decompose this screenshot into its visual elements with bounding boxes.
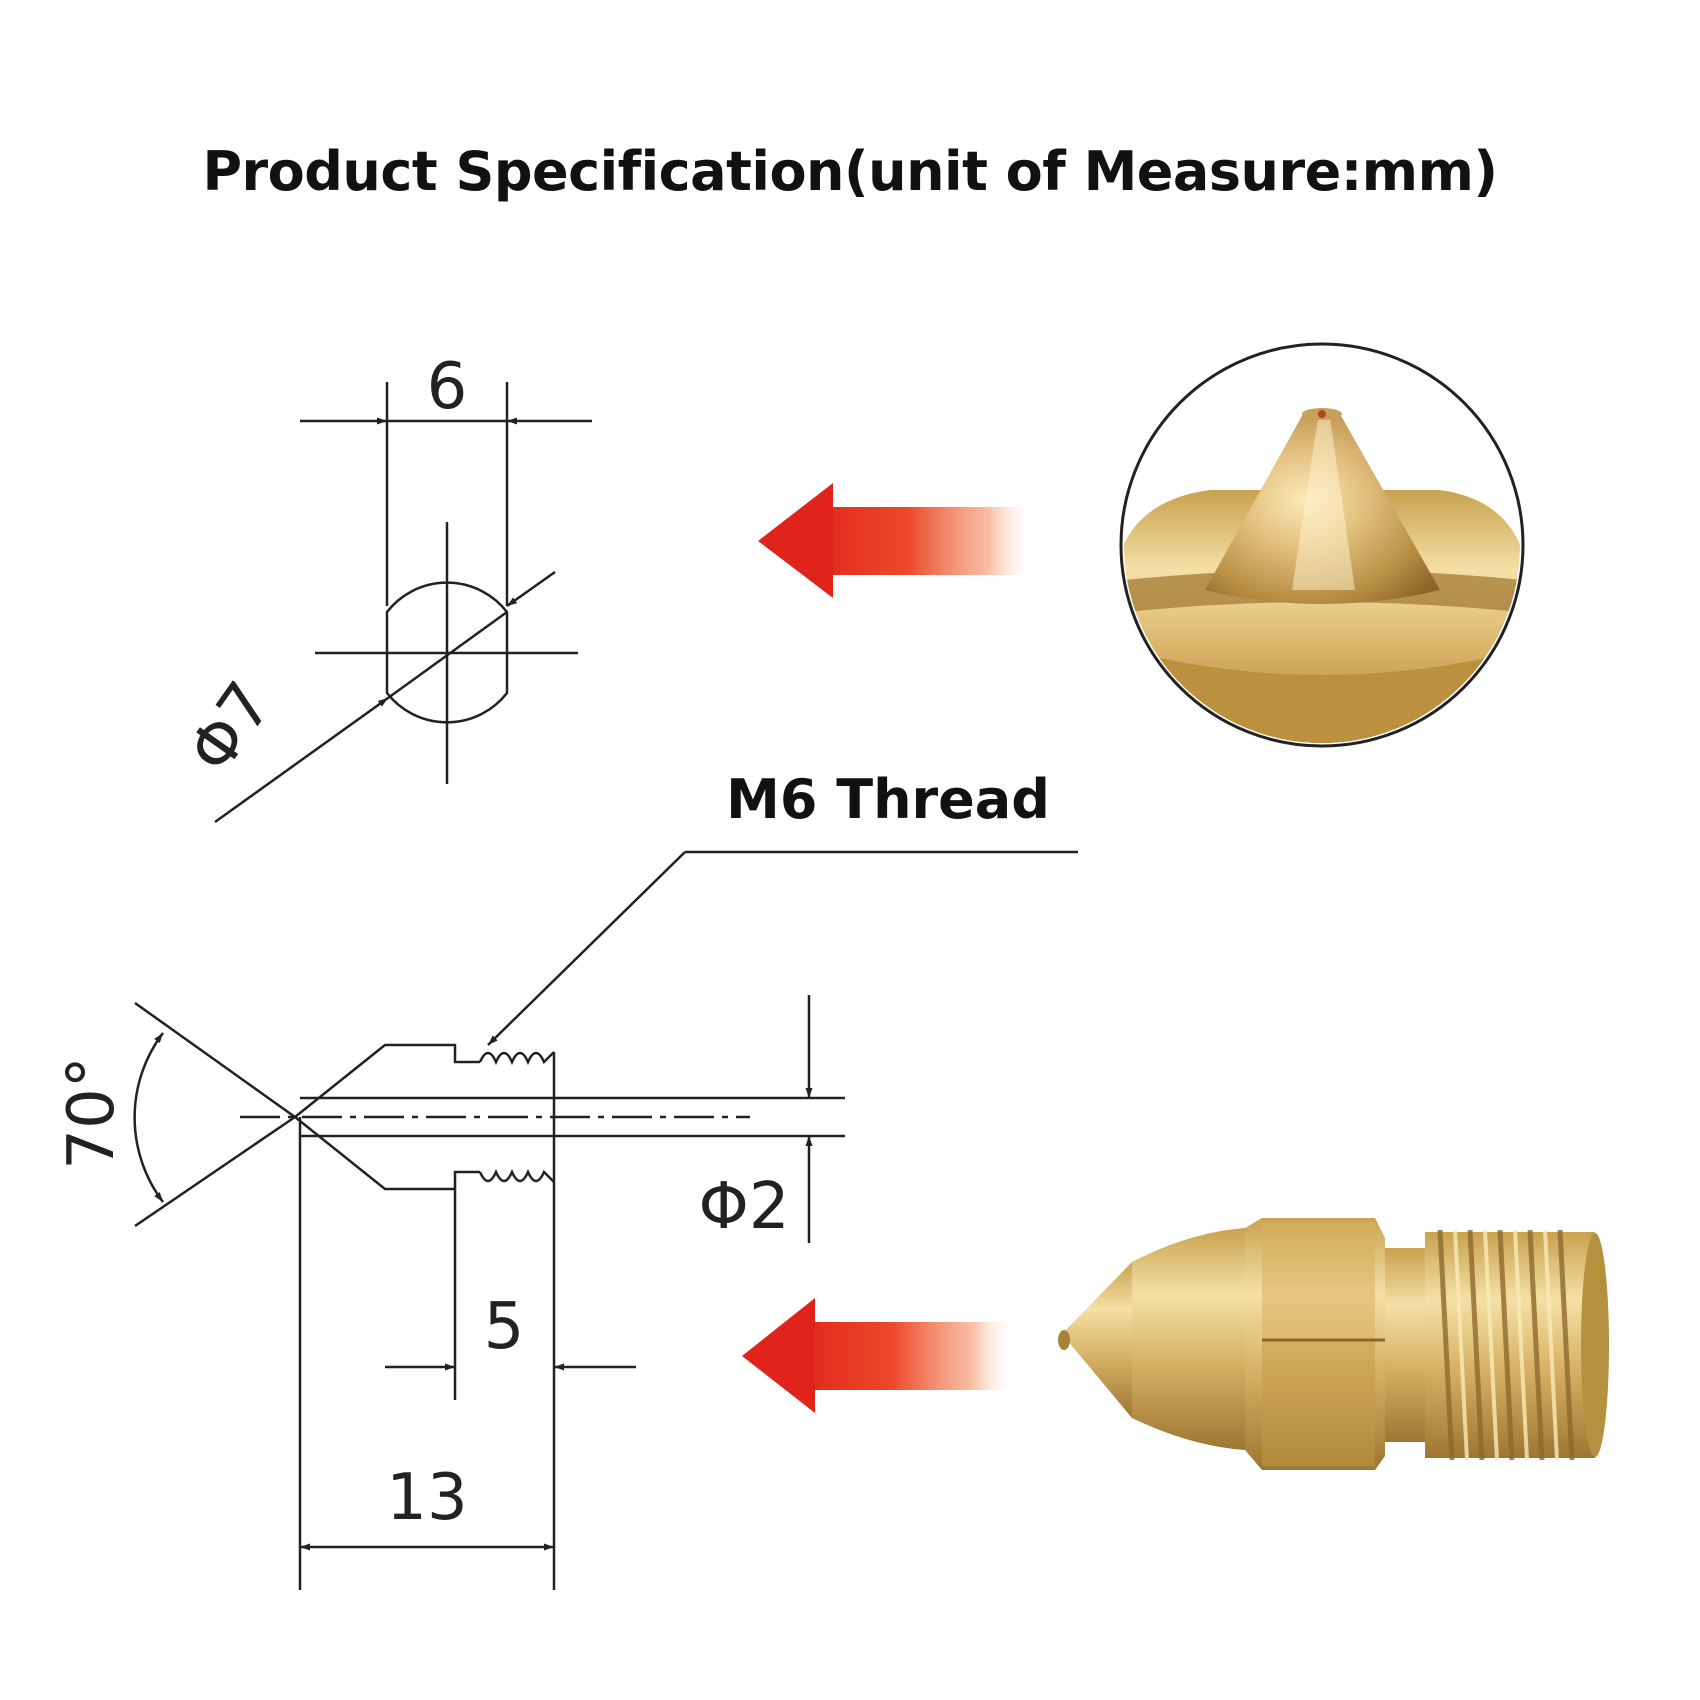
dim-diameter-outer-label: Φ7 bbox=[174, 669, 287, 786]
nozzle-side-photo bbox=[1058, 1218, 1609, 1470]
dim-width-label: 6 bbox=[427, 350, 468, 424]
dim-bore-diameter-label: Φ2 bbox=[698, 1170, 789, 1244]
end-view-drawing bbox=[214, 382, 592, 824]
nozzle-tip-photo bbox=[1119, 342, 1525, 748]
thread-leader-line bbox=[487, 850, 1078, 1046]
side-view-drawing bbox=[133, 995, 845, 1590]
dim-total-length-label: 13 bbox=[386, 1461, 467, 1535]
dim-thread-length-label: 5 bbox=[484, 1290, 525, 1364]
dim-angle-label: 70° bbox=[55, 1056, 129, 1169]
page-title: Product Specification(unit of Measure:mm… bbox=[202, 140, 1498, 203]
top-red-arrow bbox=[758, 483, 1035, 598]
thread-callout-label: M6 Thread bbox=[726, 768, 1050, 831]
bottom-red-arrow bbox=[742, 1298, 1017, 1413]
